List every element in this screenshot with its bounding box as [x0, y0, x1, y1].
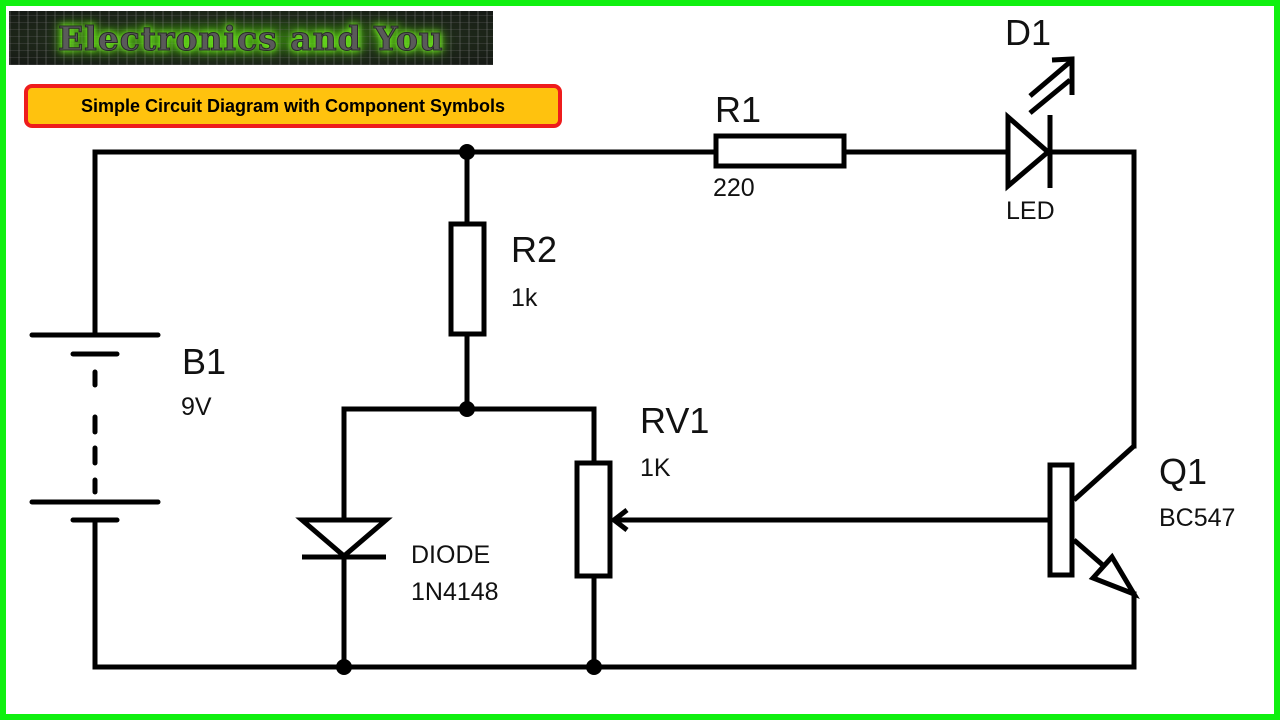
- r1-ref-label: R1: [715, 89, 761, 130]
- junction-dot: [459, 401, 475, 417]
- resistor-r2-symbol: [448, 221, 487, 337]
- transistor-value-label: BC547: [1159, 504, 1235, 532]
- resistor-r1-symbol: [713, 133, 847, 169]
- r2-ref-label: R2: [511, 229, 557, 270]
- wire-led-collector: [1045, 149, 1137, 449]
- transistor-symbol: [1047, 444, 1140, 599]
- diode-symbol: [295, 517, 393, 560]
- battery-ref-label: B1: [182, 341, 226, 382]
- diagram-title-box: Simple Circuit Diagram with Component Sy…: [24, 84, 562, 128]
- junction-dot: [336, 659, 352, 675]
- wire-mid-node: [341, 406, 597, 523]
- potentiometer-wiper-arrow: [609, 508, 1050, 532]
- site-logo-banner: Electronics and You: [9, 11, 493, 65]
- site-logo-text: Electronics and You: [58, 18, 444, 58]
- battery-symbol: [29, 332, 161, 523]
- junction-dot: [459, 144, 475, 160]
- led-ref-label: D1: [1005, 12, 1051, 53]
- potentiometer-rv1-symbol: [574, 460, 613, 579]
- wire-top-left: [92, 149, 470, 338]
- diode-value-label: 1N4148: [411, 578, 499, 606]
- pot-ref-label: RV1: [640, 400, 709, 441]
- wire-bottom: [92, 517, 1137, 670]
- diagram-title: Simple Circuit Diagram with Component Sy…: [80, 95, 506, 116]
- r2-value-label: 1k: [511, 284, 538, 312]
- r1-value-label: 220: [713, 174, 755, 202]
- pot-value-label: 1K: [640, 454, 671, 482]
- transistor-ref-label: Q1: [1159, 451, 1207, 492]
- led-symbol: [1005, 111, 1053, 192]
- junction-dot: [586, 659, 602, 675]
- led-light-arrows-icon: [1028, 56, 1075, 115]
- junction-dots: [336, 144, 602, 675]
- battery-value-label: 9V: [181, 393, 212, 421]
- led-value-label: LED: [1006, 197, 1055, 225]
- diode-ref-label: DIODE: [411, 541, 490, 569]
